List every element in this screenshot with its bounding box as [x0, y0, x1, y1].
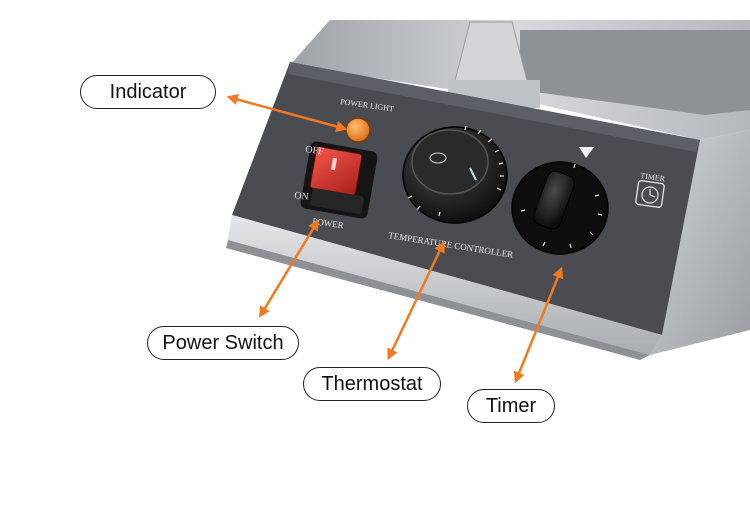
arrow-timer [513, 266, 564, 384]
switch-rocker-lower [310, 188, 364, 214]
label-off: OFF [305, 144, 325, 158]
label-on: ON [294, 190, 310, 203]
callout-thermostat: Thermostat [303, 367, 441, 401]
timer-scale [520, 163, 603, 249]
label-timer: TIMER [640, 171, 667, 183]
timer-clock-icon [641, 186, 659, 204]
timer-clock-icon-frame [635, 180, 665, 208]
arrow-power-switch [259, 219, 319, 318]
timer-marker-triangle [579, 147, 594, 158]
callout-power-switch-label: Power Switch [162, 331, 284, 354]
switch-mark [330, 157, 338, 171]
power-light [345, 117, 371, 143]
thermostat-scale [407, 125, 504, 217]
thermostat-knob-cap [411, 129, 489, 195]
callout-thermostat-label: Thermostat [321, 372, 423, 395]
timer-knob[interactable] [531, 169, 576, 231]
label-power: POWER [312, 216, 345, 230]
timer-clock-hands [649, 189, 656, 198]
callout-timer-label: Timer [485, 394, 537, 417]
machine-top-inner [520, 30, 750, 115]
callout-indicator-label: Indicator [109, 80, 187, 103]
callout-indicator: Indicator [80, 75, 216, 109]
arrow-thermostat [387, 240, 445, 361]
machine-right-side [650, 130, 750, 355]
thermostat-pointer [469, 167, 477, 181]
thermostat-logo [429, 152, 447, 164]
arrow-indicator [226, 94, 348, 132]
panel-highlight [288, 62, 700, 152]
callout-timer: Timer [467, 389, 555, 423]
callout-power-switch: Power Switch [147, 326, 299, 360]
